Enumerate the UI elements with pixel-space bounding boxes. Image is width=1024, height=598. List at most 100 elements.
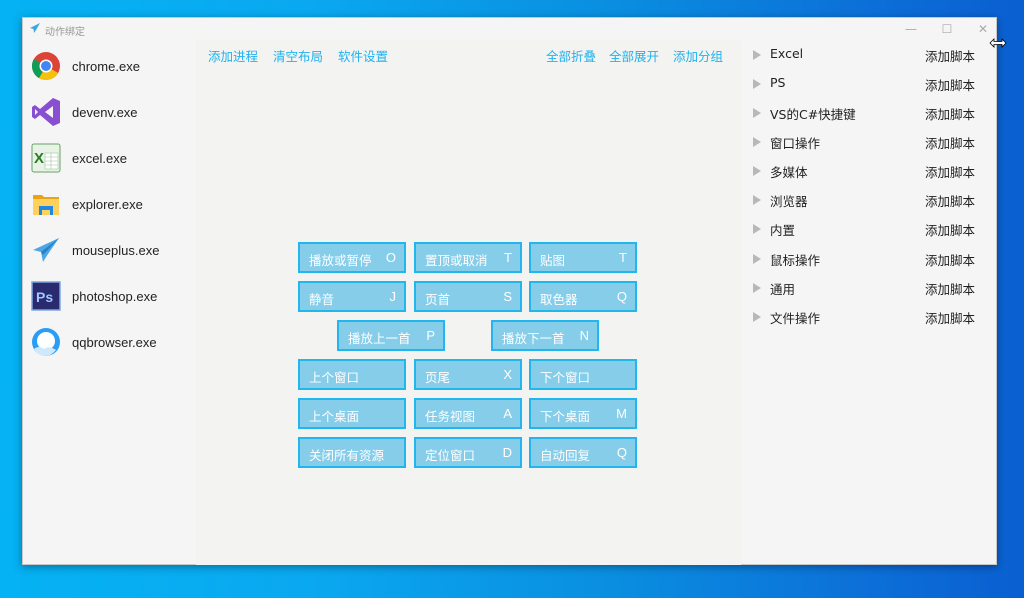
minimize-button[interactable]: — xyxy=(893,18,929,40)
key-button-color-picker[interactable]: 取色器 Q xyxy=(529,281,637,312)
expand-arrow-icon[interactable] xyxy=(753,283,761,293)
group-name: 文件操作 xyxy=(770,311,821,326)
maximize-button[interactable]: ☐ xyxy=(929,18,965,40)
add-script-link[interactable]: 添加脚本 xyxy=(925,311,976,326)
add-script-link[interactable]: 添加脚本 xyxy=(925,78,976,93)
process-item-photoshop[interactable]: Ps photoshop.exe xyxy=(23,274,196,318)
process-label: chrome.exe xyxy=(72,58,140,74)
group-name: 内置 xyxy=(770,223,796,238)
key-button-label: 置顶或取消 xyxy=(425,253,488,268)
svg-text:Ps: Ps xyxy=(36,289,53,305)
key-button-label: 播放上一首 xyxy=(348,331,411,346)
add-script-link[interactable]: 添加脚本 xyxy=(925,194,976,209)
script-group-list: Excel 添加脚本 PS 添加脚本 VS的C#快捷键 添加脚本 窗口操作 添加… xyxy=(741,40,997,565)
expand-arrow-icon[interactable] xyxy=(753,195,761,205)
process-item-chrome[interactable]: chrome.exe xyxy=(23,44,196,88)
key-button-label: 关闭所有资源 xyxy=(309,448,385,463)
group-item-mouse-ops[interactable]: 鼠标操作 添加脚本 xyxy=(741,248,997,270)
group-name: PS xyxy=(770,75,786,90)
software-settings-link[interactable]: 软件设置 xyxy=(338,49,389,64)
key-button-page-top[interactable]: 页首 S xyxy=(414,281,522,312)
group-item-vs-csharp-shortcuts[interactable]: VS的C#快捷键 添加脚本 xyxy=(741,102,997,124)
process-list: chrome.exe devenv.exe X excel.exe xyxy=(23,42,196,562)
group-item-multimedia[interactable]: 多媒体 添加脚本 xyxy=(741,160,997,182)
group-name: 鼠标操作 xyxy=(770,253,821,268)
process-item-qqbrowser[interactable]: qqbrowser.exe xyxy=(23,320,196,364)
group-name: 浏览器 xyxy=(770,194,808,209)
key-button-pin-image[interactable]: 贴图 T xyxy=(529,242,637,273)
key-button-label: 取色器 xyxy=(540,292,578,307)
key-button-label: 定位窗口 xyxy=(425,448,476,463)
key-button-label: 下个桌面 xyxy=(540,409,591,424)
group-item-ps[interactable]: PS 添加脚本 xyxy=(741,73,997,95)
window-title: 动作绑定 xyxy=(45,27,85,38)
add-process-link[interactable]: 添加进程 xyxy=(208,49,259,64)
paper-plane-icon xyxy=(30,23,40,33)
excel-icon: X xyxy=(31,143,61,173)
add-script-link[interactable]: 添加脚本 xyxy=(925,107,976,122)
expand-all-link[interactable]: 全部展开 xyxy=(609,49,660,64)
expand-arrow-icon[interactable] xyxy=(753,166,761,176)
expand-arrow-icon[interactable] xyxy=(753,312,761,322)
process-label: devenv.exe xyxy=(72,104,138,120)
add-script-link[interactable]: 添加脚本 xyxy=(925,165,976,180)
clear-layout-link[interactable]: 清空布局 xyxy=(273,49,324,64)
key-button-label: 自动回复 xyxy=(540,448,591,463)
layout-canvas[interactable]: 添加进程 清空布局 软件设置 全部折叠 全部展开 添加分组 播放或暂停 O 置顶… xyxy=(196,40,741,565)
add-script-link[interactable]: 添加脚本 xyxy=(925,282,976,297)
key-button-locate-window[interactable]: 定位窗口 D xyxy=(414,437,522,468)
group-name: 多媒体 xyxy=(770,165,808,180)
key-button-mute[interactable]: 静音 J xyxy=(298,281,406,312)
close-button[interactable]: ✕ xyxy=(965,18,1001,40)
add-script-link[interactable]: 添加脚本 xyxy=(925,49,976,64)
key-button-task-view[interactable]: 任务视图 A xyxy=(414,398,522,429)
key-button-previous-window[interactable]: 上个窗口 xyxy=(298,359,406,390)
collapse-all-link[interactable]: 全部折叠 xyxy=(546,49,597,64)
key-button-shortcut: M xyxy=(616,406,627,421)
process-label: photoshop.exe xyxy=(72,288,158,304)
process-item-devenv[interactable]: devenv.exe xyxy=(23,90,196,134)
key-button-shortcut: P xyxy=(426,328,435,343)
add-script-link[interactable]: 添加脚本 xyxy=(925,136,976,151)
key-button-label: 页首 xyxy=(425,292,451,307)
key-button-next-window[interactable]: 下个窗口 xyxy=(529,359,637,390)
process-item-excel[interactable]: X excel.exe xyxy=(23,136,196,180)
key-button-page-end[interactable]: 页尾 X xyxy=(414,359,522,390)
group-item-browser[interactable]: 浏览器 添加脚本 xyxy=(741,189,997,211)
key-button-label: 贴图 xyxy=(540,253,566,268)
key-button-previous-desktop[interactable]: 上个桌面 xyxy=(298,398,406,429)
key-button-previous-track[interactable]: 播放上一首 P xyxy=(337,320,445,351)
expand-arrow-icon[interactable] xyxy=(753,79,761,89)
group-item-general[interactable]: 通用 添加脚本 xyxy=(741,277,997,299)
group-item-file-ops[interactable]: 文件操作 添加脚本 xyxy=(741,306,997,328)
key-button-topmost-toggle[interactable]: 置顶或取消 T xyxy=(414,242,522,273)
add-group-link[interactable]: 添加分组 xyxy=(673,49,724,64)
key-button-label: 播放下一首 xyxy=(502,331,565,346)
expand-arrow-icon[interactable] xyxy=(753,254,761,264)
key-button-close-all-resources[interactable]: 关闭所有资源 xyxy=(298,437,406,468)
key-button-next-desktop[interactable]: 下个桌面 M xyxy=(529,398,637,429)
expand-arrow-icon[interactable] xyxy=(753,224,761,234)
add-script-link[interactable]: 添加脚本 xyxy=(925,253,976,268)
process-label: qqbrowser.exe xyxy=(72,334,157,350)
expand-arrow-icon[interactable] xyxy=(753,137,761,147)
key-button-shortcut: T xyxy=(504,250,512,265)
group-item-builtin[interactable]: 内置 添加脚本 xyxy=(741,218,997,240)
expand-arrow-icon[interactable] xyxy=(753,108,761,118)
group-item-excel[interactable]: Excel 添加脚本 xyxy=(741,44,997,66)
group-item-window-ops[interactable]: 窗口操作 添加脚本 xyxy=(741,131,997,153)
visual-studio-icon xyxy=(32,98,60,126)
add-script-link[interactable]: 添加脚本 xyxy=(925,223,976,238)
key-button-next-track[interactable]: 播放下一首 N xyxy=(491,320,599,351)
process-label: mouseplus.exe xyxy=(72,242,160,258)
key-button-shortcut: X xyxy=(503,367,512,382)
paper-plane-icon xyxy=(33,238,59,262)
expand-arrow-icon[interactable] xyxy=(753,50,761,60)
title-bar[interactable]: 动作绑定 — ☐ ✕ xyxy=(23,18,996,40)
key-button-play-pause[interactable]: 播放或暂停 O xyxy=(298,242,406,273)
key-button-shortcut: T xyxy=(619,250,627,265)
process-item-explorer[interactable]: explorer.exe xyxy=(23,182,196,226)
key-button-auto-reply[interactable]: 自动回复 Q xyxy=(529,437,637,468)
close-icon: ✕ xyxy=(977,22,989,36)
process-item-mouseplus[interactable]: mouseplus.exe xyxy=(23,228,196,272)
